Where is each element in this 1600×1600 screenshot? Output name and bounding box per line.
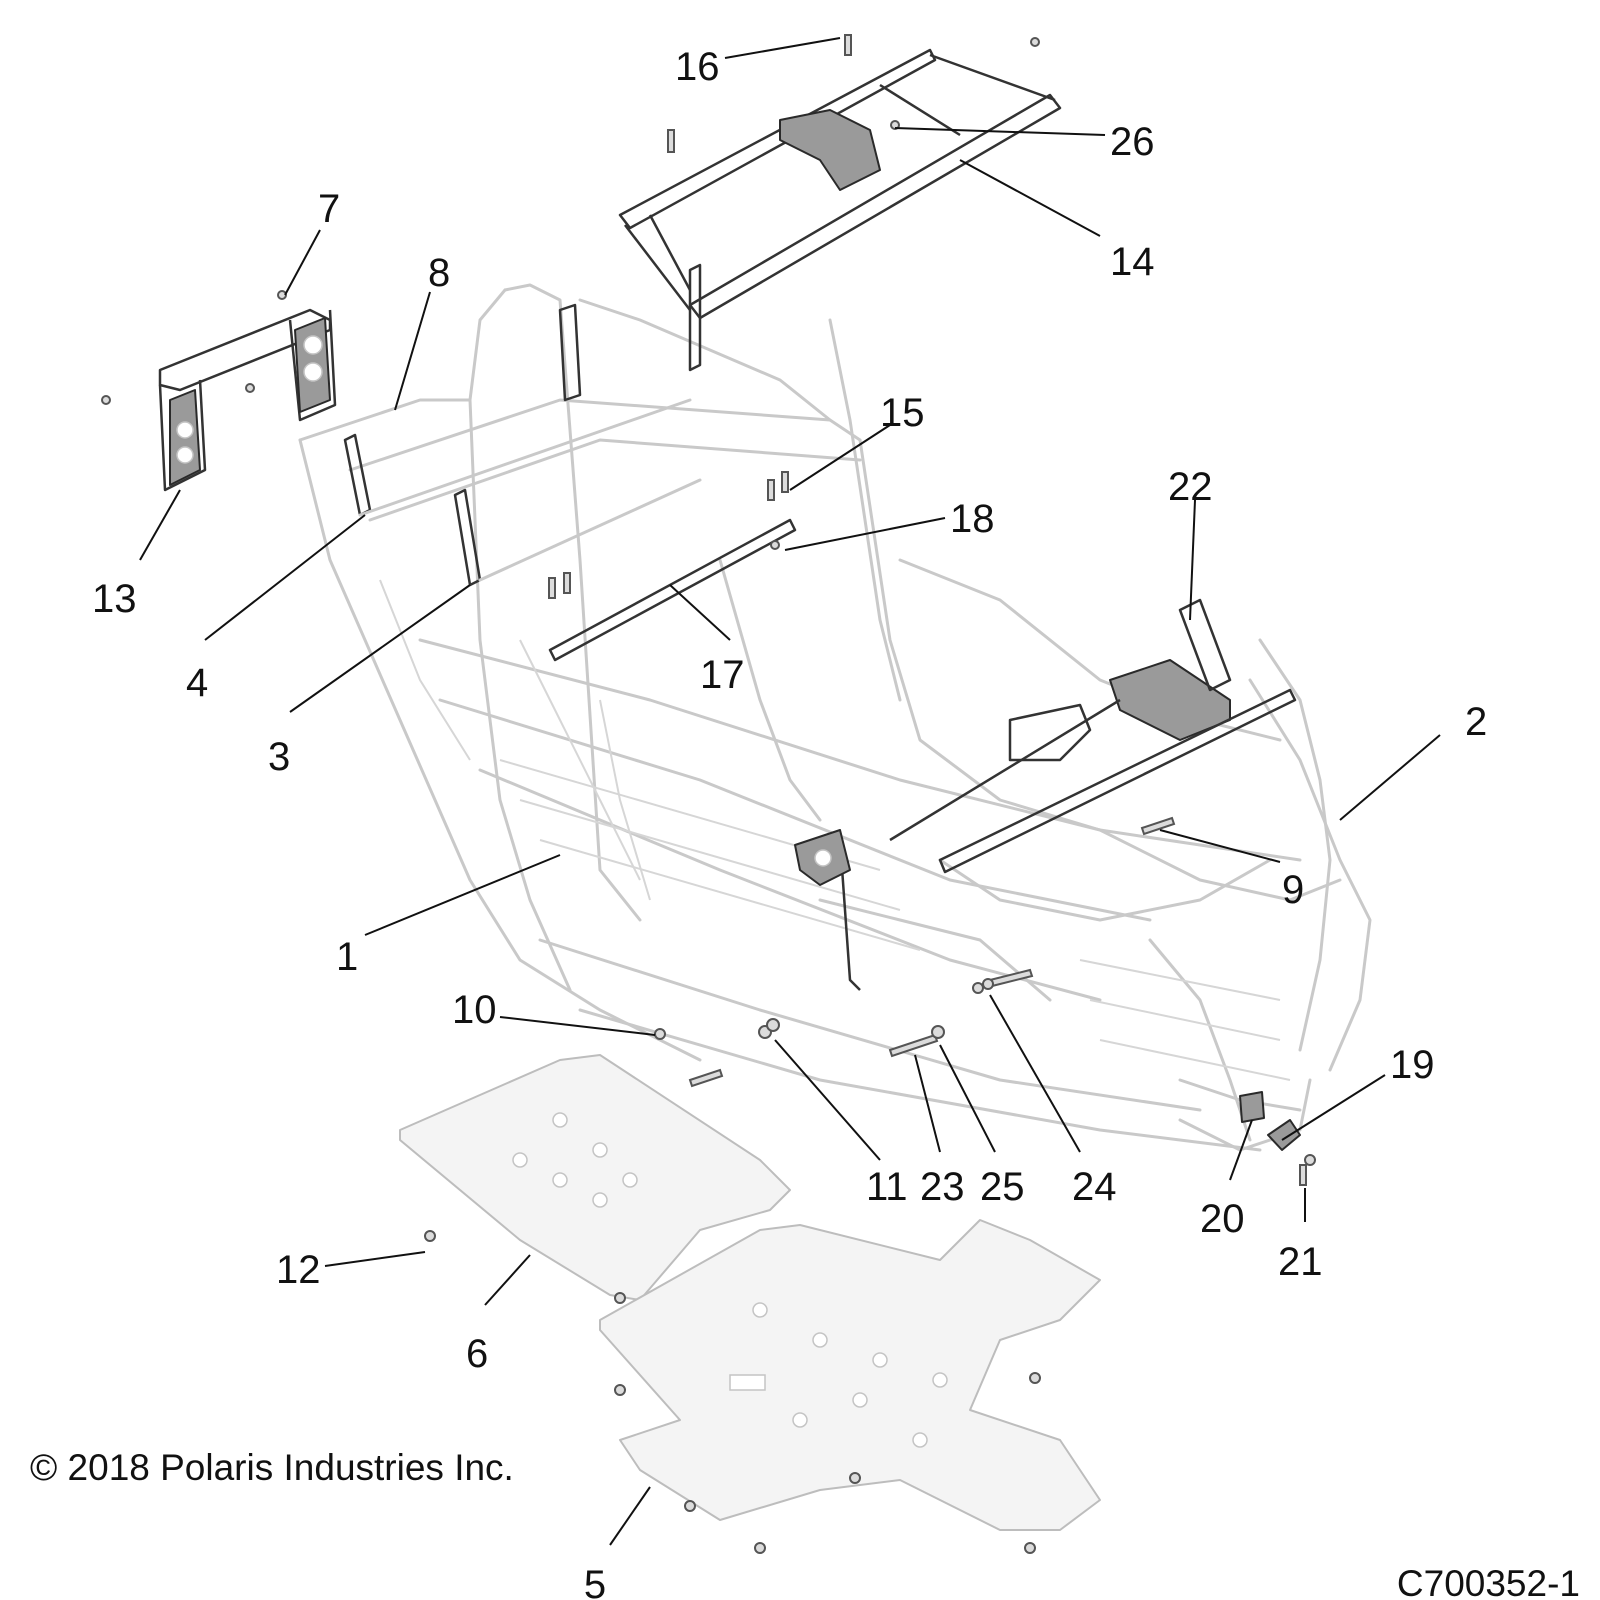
- callout-8: 8: [428, 251, 450, 295]
- callout-20: 20: [1200, 1197, 1245, 1241]
- callout-21: 21: [1278, 1240, 1323, 1284]
- callout-24: 24: [1072, 1165, 1117, 1209]
- part-17-cross-tube: [548, 518, 797, 662]
- callout-17: 17: [700, 653, 745, 697]
- callout-5: 5: [584, 1563, 606, 1600]
- callout-7: 7: [318, 187, 340, 231]
- callout-12: 12: [276, 1248, 321, 1292]
- figure-id: C700352-1: [1397, 1563, 1580, 1600]
- callout-2: 2: [1465, 700, 1487, 744]
- callout-10: 10: [452, 988, 497, 1032]
- callout-11: 11: [866, 1165, 908, 1209]
- hardware-fasteners: [101, 34, 1316, 1554]
- callout-26: 26: [1110, 120, 1155, 164]
- callout-16: 16: [675, 45, 720, 89]
- callout-9: 9: [1282, 868, 1304, 912]
- callout-23: 23: [920, 1165, 965, 1209]
- part-6-skid-plate: [399, 1054, 791, 1301]
- callout-1: 1: [336, 935, 358, 979]
- callout-4: 4: [186, 661, 208, 705]
- part-14-rack-frame: [618, 48, 1062, 320]
- callout-18: 18: [950, 497, 995, 541]
- leader-lines: [139, 37, 1441, 1546]
- part-22-front-bracket: [794, 598, 1297, 991]
- callout-25: 25: [980, 1165, 1025, 1209]
- callout-13: 13: [92, 577, 137, 621]
- copyright-notice: © 2018 Polaris Industries Inc.: [30, 1447, 514, 1488]
- callout-19: 19: [1390, 1043, 1435, 1087]
- callout-22: 22: [1168, 465, 1213, 509]
- callout-3: 3: [268, 735, 290, 779]
- callout-6: 6: [466, 1332, 488, 1376]
- part-5-skid-plate: [599, 1219, 1101, 1531]
- part-13-bracket: [158, 308, 337, 492]
- main-frame-illustration: [298, 283, 1372, 1152]
- callout-labels: 1 2 3 4 5 6 7 8 9 10 11 12 13 14 15 16 1…: [92, 45, 1487, 1600]
- part-3-4-uprights: [343, 263, 702, 587]
- callout-14: 14: [1110, 240, 1155, 284]
- callout-15: 15: [880, 391, 925, 435]
